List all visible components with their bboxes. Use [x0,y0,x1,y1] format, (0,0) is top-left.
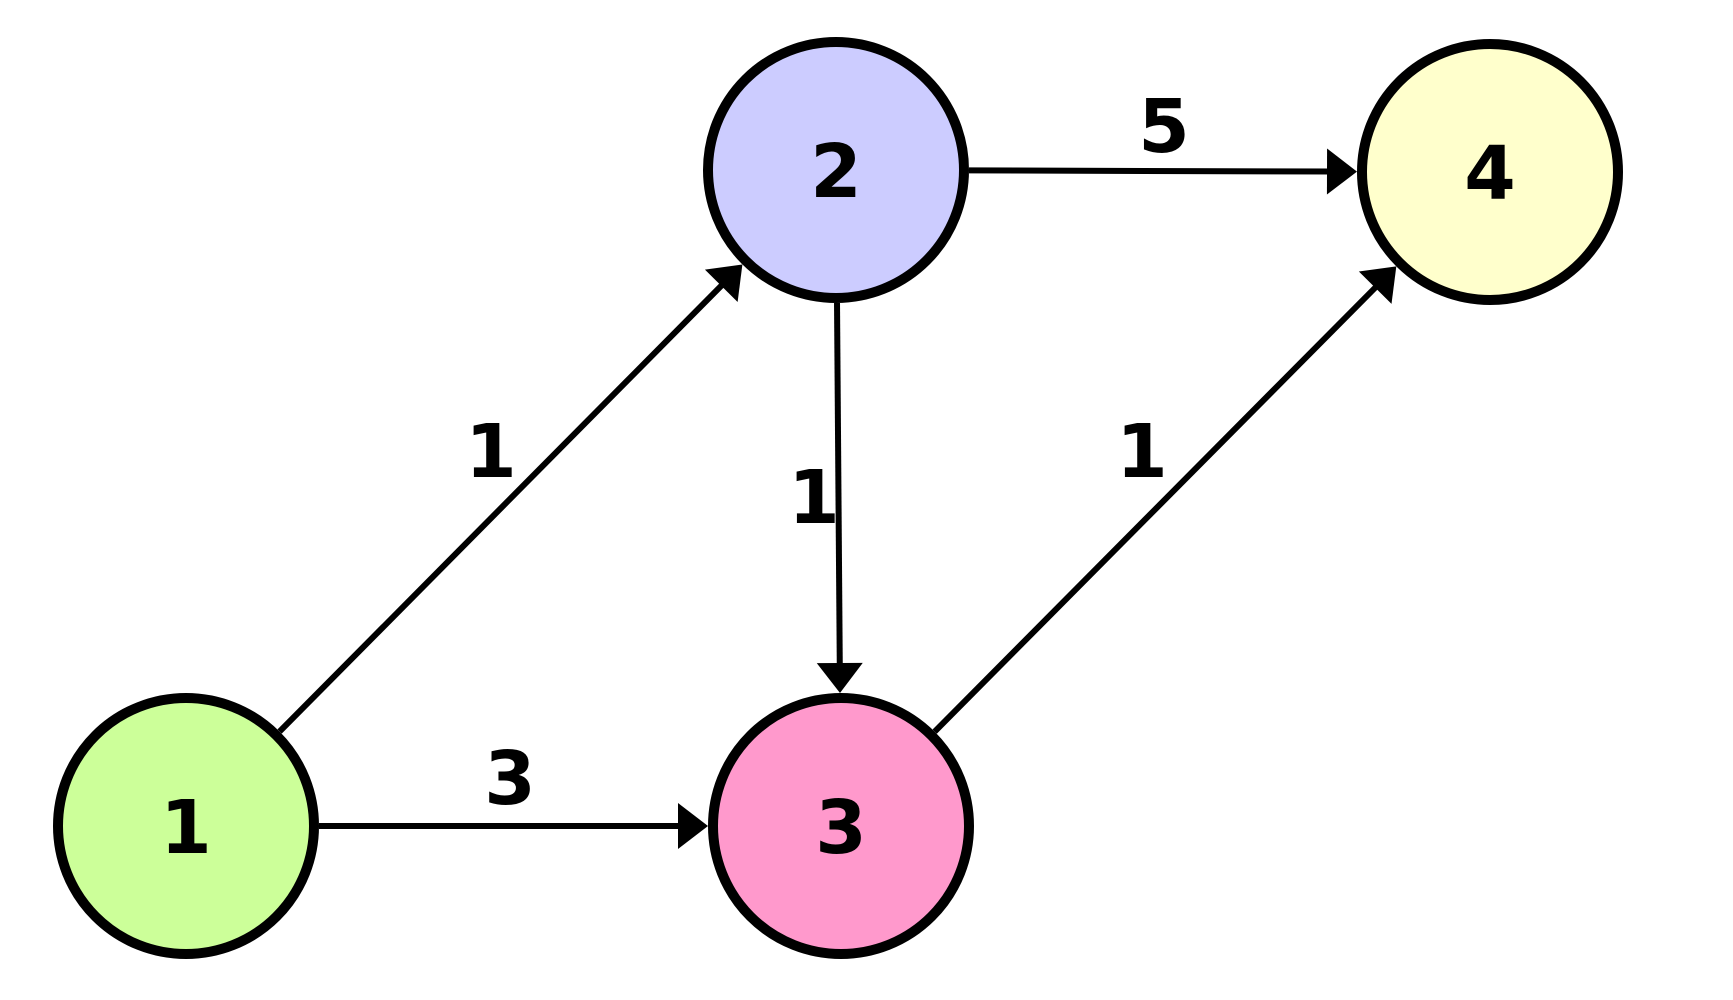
edge-weight-label: 3 [484,736,536,822]
nodes-layer [53,37,1623,959]
arrowhead-icon [678,803,708,849]
edge-weight-label: 1 [1116,409,1168,495]
graph-node-4 [1357,39,1623,305]
node-label: 2 [810,129,862,215]
node-label: 3 [815,785,867,871]
node-label: 1 [160,785,212,871]
edge-weight-label: 1 [465,409,517,495]
arrowhead-icon [704,264,743,302]
edge-weight-label: 1 [788,455,840,541]
labels-layer: 1 3 1 5 1 1 2 3 4 [160,84,1516,871]
graph-edge-2-4 [968,167,1334,175]
node-label: 4 [1464,131,1516,217]
edges-layer [277,148,1397,849]
graph-edge-1-2 [277,279,728,734]
arrowhead-icon [1358,266,1397,304]
graph-node-1 [53,693,319,959]
arrowhead-icon [816,662,863,694]
graph-node-3 [708,693,974,959]
arrowhead-icon [1326,148,1358,195]
graph-edge-3-4 [932,281,1382,734]
edge-weight-label: 5 [1138,84,1190,170]
graph-edge-2-3 [834,302,843,670]
graph-node-2 [703,37,969,303]
